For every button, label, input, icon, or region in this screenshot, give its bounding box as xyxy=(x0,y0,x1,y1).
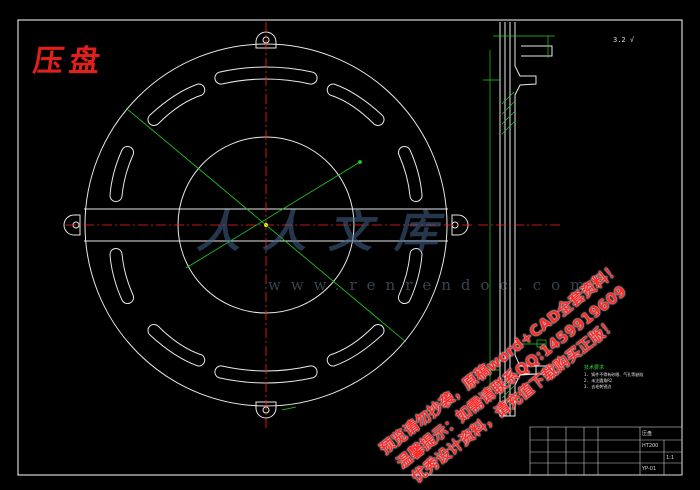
watermark-site: www.renrendoc.com xyxy=(268,276,595,294)
tech-note-3: 3. 去毛刺锐边 xyxy=(584,384,612,389)
title-block xyxy=(529,426,683,476)
tech-notes-heading: 技术要求 xyxy=(584,365,605,371)
title-block-material: HT200 xyxy=(642,443,659,449)
tech-note-2: 2. 未注圆角R2 xyxy=(584,378,613,383)
title-block-scale: 1:1 xyxy=(666,455,675,461)
tech-note-1: 1. 铸件不得有砂眼、气孔等缺陷 xyxy=(584,372,644,377)
drawing-frame xyxy=(17,19,683,476)
slots xyxy=(109,66,423,384)
title-block-part-name: 压盘 xyxy=(642,431,653,437)
section-hatch xyxy=(501,91,515,409)
watermark-brand: 人人文库 xyxy=(196,207,460,258)
drawing-title: 压盘 xyxy=(31,44,108,79)
title-block-drawing-no: YP-01 xyxy=(642,466,657,472)
roughness-mark: 3.2 √ xyxy=(613,36,635,44)
side-dimensions xyxy=(483,35,555,400)
dimension-lines xyxy=(125,107,407,411)
side-view xyxy=(499,22,553,417)
